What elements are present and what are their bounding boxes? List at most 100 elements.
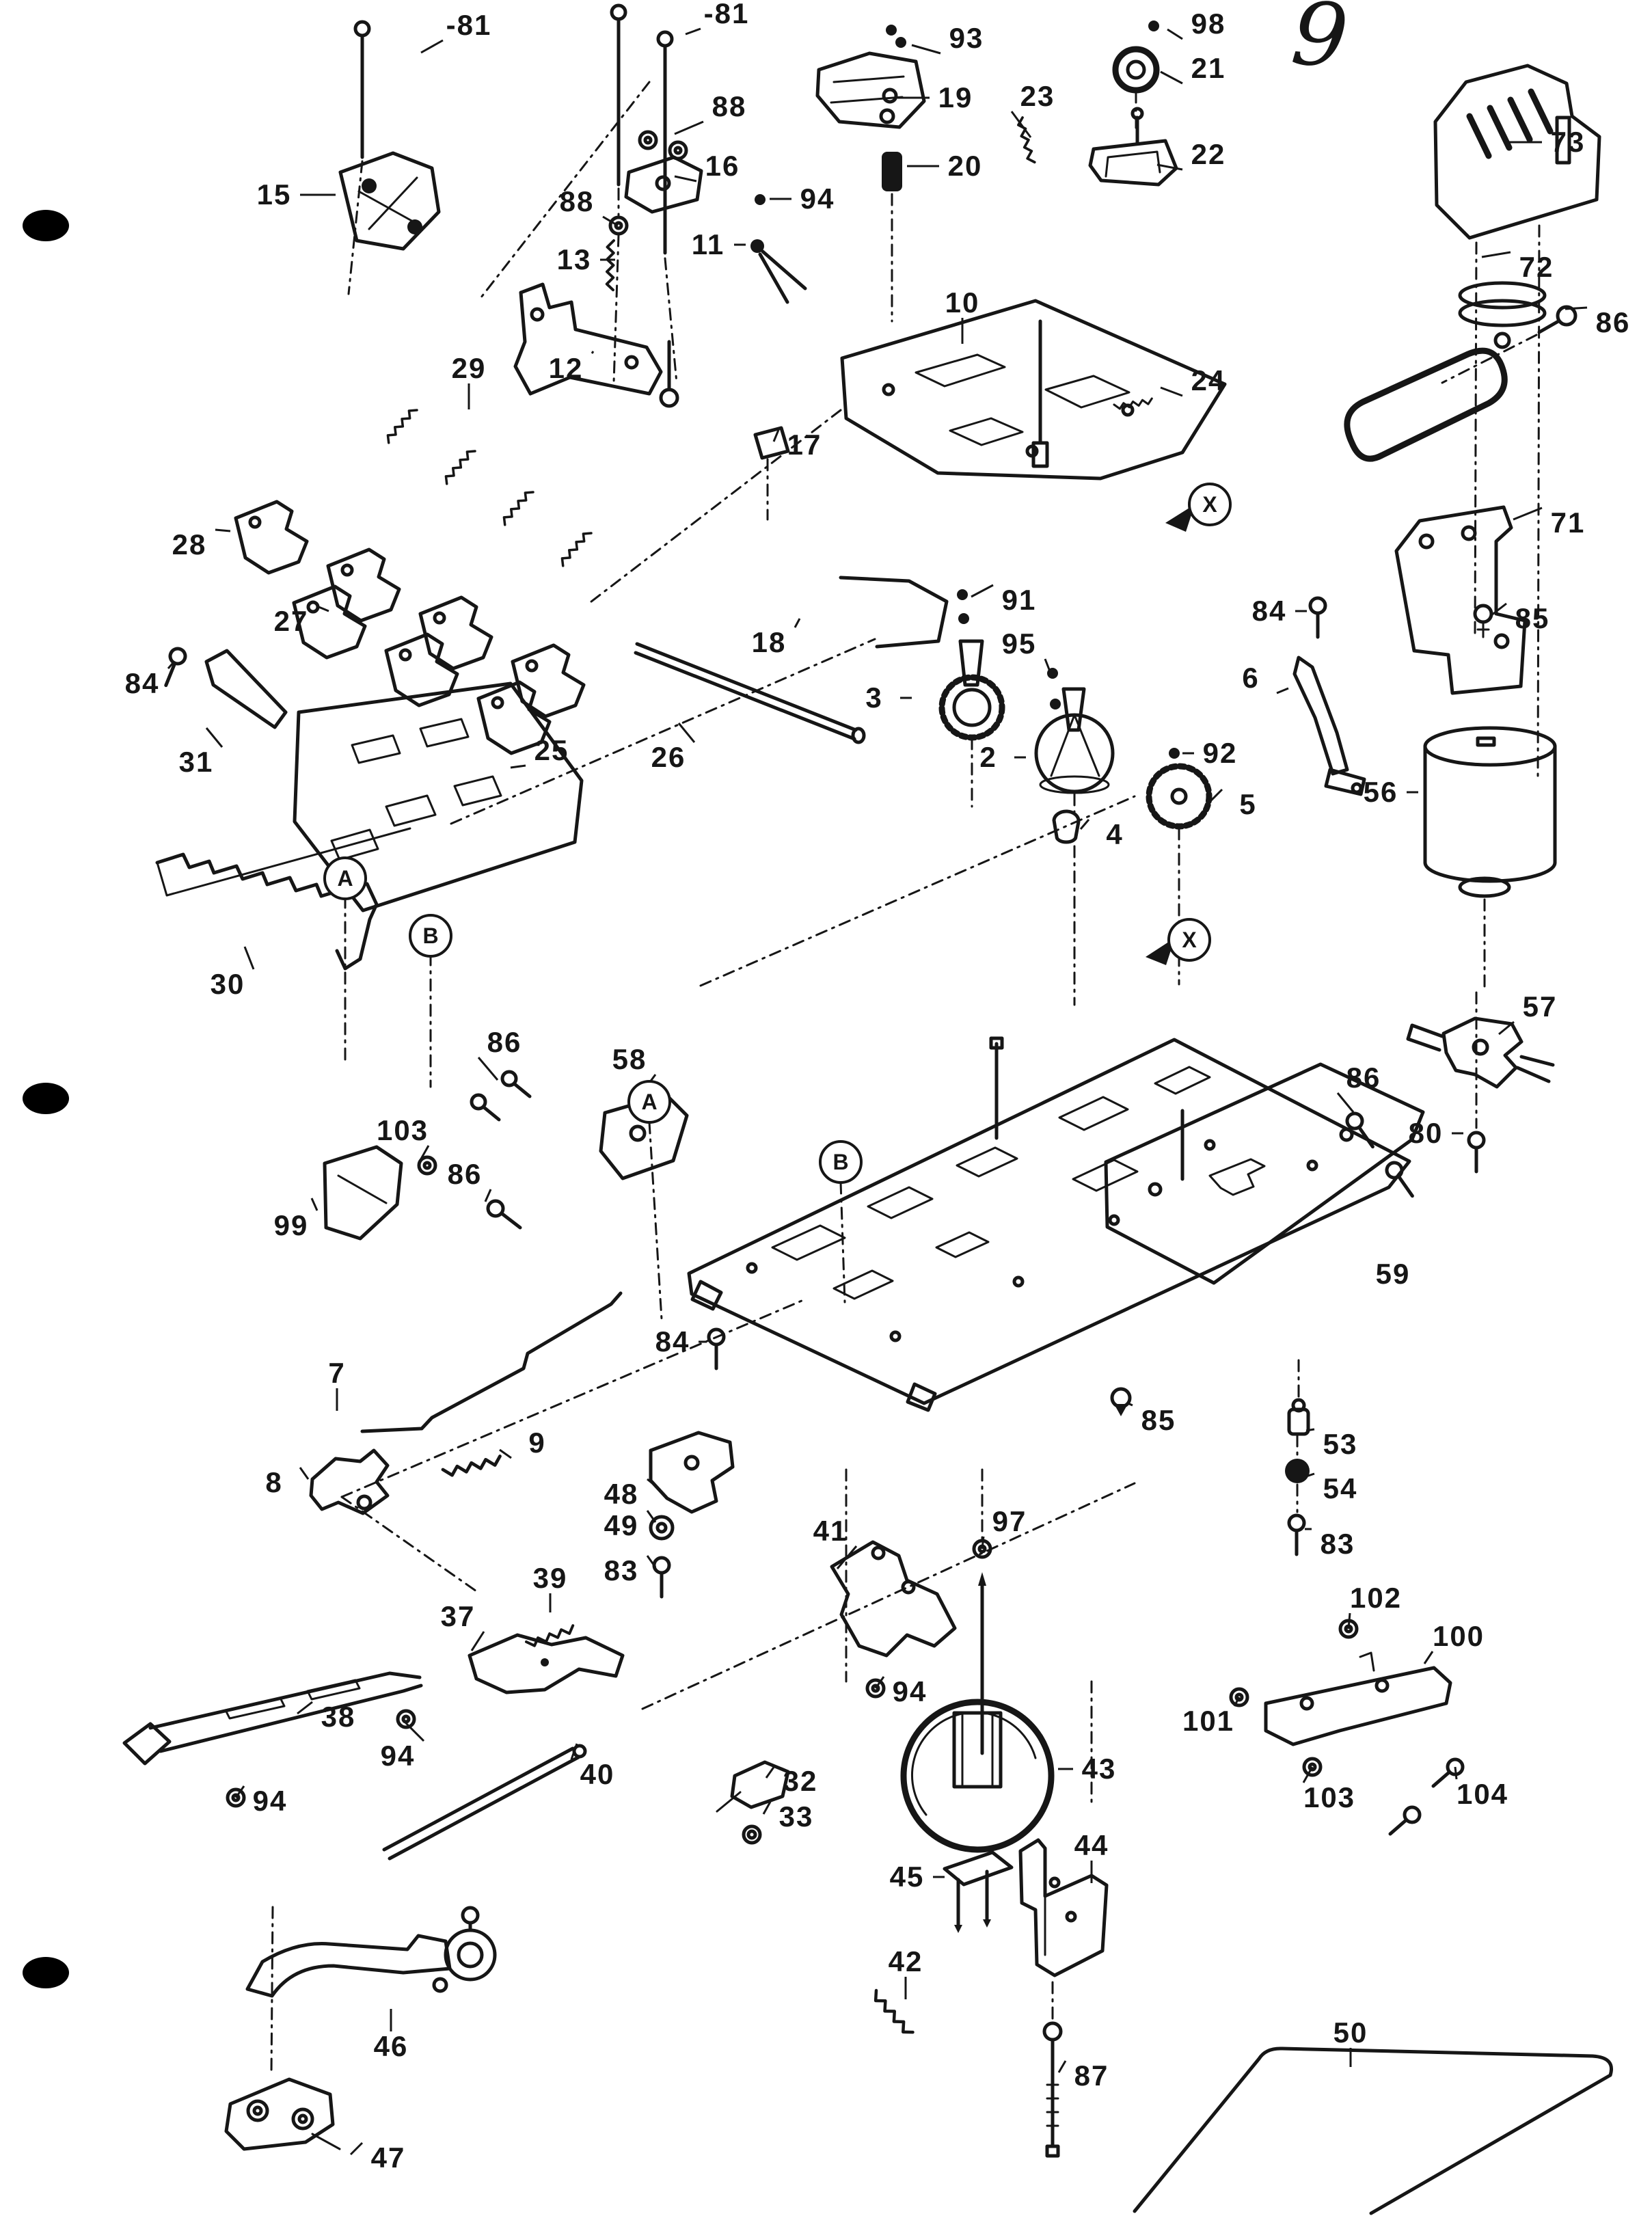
part-label: 19 <box>938 81 973 113</box>
part-label: 46 <box>373 2030 409 2062</box>
part-label: 42 <box>888 1945 923 1977</box>
part-label: 45 <box>889 1861 925 1893</box>
part-label: 103 <box>376 1114 429 1146</box>
part-label: 5 <box>1239 788 1257 820</box>
part-label: 101 <box>1182 1705 1235 1737</box>
ref-circle-X: X <box>1188 483 1232 526</box>
sketch-cam-levers-28-27-springs-29 <box>236 402 593 753</box>
part-label: 9 <box>528 1427 546 1459</box>
part-label: 104 <box>1456 1778 1509 1810</box>
binder-hole-mark <box>23 1083 69 1114</box>
part-label: 94 <box>800 183 835 215</box>
sketch-head-shield-15 <box>338 151 441 251</box>
part-label: 7 <box>328 1357 346 1389</box>
binder-hole-mark <box>23 210 69 241</box>
part-label: 86 <box>1346 1062 1381 1094</box>
part-label: 92 <box>1202 737 1238 769</box>
sketch-capstan-73-71-72 <box>1344 64 1601 782</box>
part-label: 56 <box>1363 776 1398 808</box>
part-label: 86 <box>487 1026 522 1058</box>
part-label: 10 <box>945 286 980 319</box>
sketch-25-26-30-31-84 <box>155 642 866 971</box>
part-label: 41 <box>813 1515 848 1547</box>
part-label: 29 <box>451 352 487 384</box>
part-label: 73 <box>1550 126 1586 158</box>
part-label: 12 <box>548 352 584 384</box>
sketch-construction-lines <box>340 638 1136 1710</box>
part-label: 48 <box>604 1478 639 1510</box>
part-label: 95 <box>1001 627 1037 660</box>
part-label: 24 <box>1191 364 1226 396</box>
part-label: 94 <box>892 1675 927 1707</box>
part-label: 91 <box>1001 584 1037 616</box>
part-label: 21 <box>1191 52 1226 84</box>
sketch-37-39-38-40 <box>122 1617 625 1861</box>
part-label: 84 <box>655 1325 690 1357</box>
part-label: 88 <box>712 90 747 122</box>
ref-circle-A: A <box>323 856 367 900</box>
part-label: 37 <box>440 1600 476 1632</box>
part-label: 99 <box>273 1209 309 1241</box>
part-label: 94 <box>380 1740 416 1772</box>
sketch-screws-81 <box>347 3 686 384</box>
part-label: 4 <box>1106 818 1124 850</box>
part-label: 98 <box>1191 8 1226 40</box>
part-label: 54 <box>1323 1472 1358 1504</box>
part-label: 87 <box>1074 2059 1109 2092</box>
sketch-rod-7-lever-8-spring-9 <box>309 1291 623 1515</box>
part-label: 58 <box>612 1043 647 1075</box>
part-label: 39 <box>532 1562 568 1594</box>
part-label: -81 <box>446 9 492 41</box>
sketch-plate-10 <box>586 299 1227 606</box>
ref-circle-B: B <box>819 1140 863 1184</box>
part-label: 72 <box>1519 251 1554 283</box>
part-label: 97 <box>992 1505 1027 1537</box>
part-label: 43 <box>1081 1753 1117 1785</box>
sketch-subplate-59 <box>1104 1062 1425 1285</box>
part-label: 8 <box>265 1466 283 1498</box>
part-label: 80 <box>1408 1117 1444 1149</box>
part-label: 6 <box>1242 662 1260 694</box>
part-label: 86 <box>1595 306 1631 338</box>
part-label: 17 <box>787 429 822 461</box>
sketch-32-33 <box>716 1760 790 1845</box>
part-label: 15 <box>256 178 292 211</box>
part-label: 83 <box>1320 1528 1355 1560</box>
part-label: 13 <box>556 243 592 275</box>
part-label: 47 <box>370 2141 406 2174</box>
part-label: 57 <box>1522 990 1558 1023</box>
sketch-100-101-102-103-104 <box>1231 1621 1465 1836</box>
binder-hole-mark <box>23 1957 69 1988</box>
sketch-gear-cluster-2-3-4-5-91-92-95-18 <box>839 576 1213 1006</box>
part-label: 50 <box>1333 2016 1368 2049</box>
ref-circle-A: A <box>627 1080 671 1124</box>
sketch-99-103-86-58 <box>323 1070 689 1241</box>
sketch-bracket-57-screws-80-86 <box>1344 991 1555 1200</box>
part-label: 22 <box>1191 138 1226 170</box>
sketch-arm-46-47 <box>224 1906 497 2151</box>
sketch-45-44-42-87 <box>866 1680 1109 2158</box>
sketch-screws-84-85-lever-6 <box>1292 598 1493 796</box>
part-label: 88 <box>559 185 595 217</box>
sketch-belt-50 <box>1133 2046 1613 2215</box>
part-label: 93 <box>949 22 984 54</box>
sketch-roller-21-22-23-98 <box>1007 21 1178 187</box>
part-label: 16 <box>705 150 740 182</box>
sketch-motor-56 <box>1423 726 1557 994</box>
sketch-48-49-83-84 <box>649 1329 735 1597</box>
part-label: 84 <box>1251 595 1287 627</box>
part-label: 18 <box>751 626 787 658</box>
part-label: 3 <box>865 681 883 714</box>
part-label: 84 <box>124 667 160 699</box>
part-label: 86 <box>447 1158 483 1190</box>
page-number-handwritten: 9 <box>1287 0 1354 89</box>
sketch-85-53-54-83-low <box>1110 1359 1310 1554</box>
ref-circle-B: B <box>409 914 452 958</box>
part-label: 28 <box>172 528 207 560</box>
part-label: 40 <box>580 1758 615 1790</box>
part-label: -81 <box>703 0 750 29</box>
part-label: 30 <box>210 968 245 1000</box>
part-label: 53 <box>1323 1428 1358 1460</box>
